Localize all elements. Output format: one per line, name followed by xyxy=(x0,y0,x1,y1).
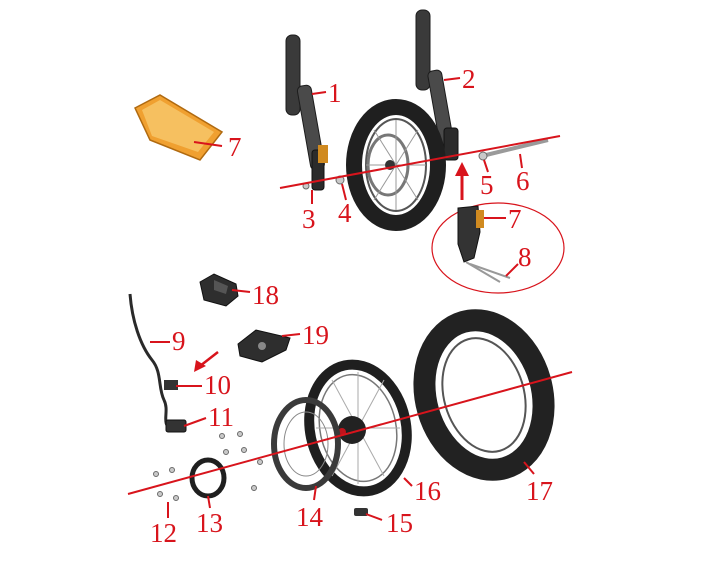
bracket-18-part xyxy=(199,273,239,307)
callout-16: 16 xyxy=(414,476,441,506)
rear-wheel-part xyxy=(304,359,412,497)
callout-6: 6 xyxy=(516,166,530,196)
abs-sensor-cable-part xyxy=(128,293,187,433)
callout-12: 12 xyxy=(150,518,177,548)
assembly-arrow-diagonal xyxy=(194,351,219,372)
assembly-arrow-up xyxy=(455,162,469,200)
bolts-part xyxy=(153,431,263,501)
callout-19: 19 xyxy=(302,320,329,350)
callout-5: 5 xyxy=(480,170,494,200)
callout-8: 8 xyxy=(518,242,532,272)
callout-1: 1 xyxy=(328,78,342,108)
leader-lines xyxy=(150,77,535,521)
bracket-19-part xyxy=(237,329,291,363)
detail-callout-circle xyxy=(431,202,565,294)
callout-4: 4 xyxy=(338,198,352,228)
callout-13: 13 xyxy=(196,508,223,538)
rear-axle-centerline xyxy=(127,371,573,495)
callout-10: 10 xyxy=(204,370,231,400)
callout-7-detail: 7 xyxy=(508,204,522,234)
valve-part xyxy=(354,508,368,516)
right-fork-leg-part xyxy=(415,9,459,161)
callout-3: 3 xyxy=(302,204,316,234)
left-fork-leg-part xyxy=(285,34,328,191)
callout-18: 18 xyxy=(252,280,279,310)
callout-9: 9 xyxy=(172,326,186,356)
callout-11: 11 xyxy=(208,402,234,432)
callout-7-reflector: 7 xyxy=(228,132,242,162)
callout-2: 2 xyxy=(462,64,476,94)
rear-tire-part xyxy=(413,309,555,481)
front-wheel-part xyxy=(346,99,446,231)
callout-labels: 1 2 3 4 5 6 7 7 8 9 10 11 12 13 14 15 16… xyxy=(150,64,553,548)
front-axle-part xyxy=(302,138,549,190)
callout-14: 14 xyxy=(296,502,324,532)
sensor-ring-part xyxy=(189,457,227,499)
callout-15: 15 xyxy=(386,508,413,538)
reflector-part xyxy=(134,94,224,161)
callout-17: 17 xyxy=(526,476,553,506)
front-axle-centerline xyxy=(279,135,561,189)
brake-disc-part xyxy=(271,397,341,491)
